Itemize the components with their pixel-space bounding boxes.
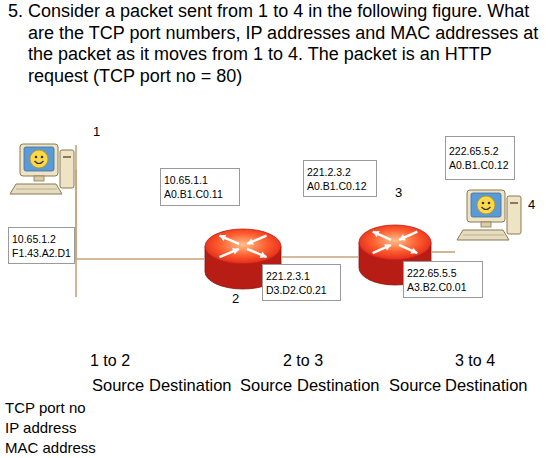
drive-slot — [510, 202, 518, 204]
mac-address: D3.D2.C0.21 — [266, 283, 337, 297]
question-text: 5. Consider a packet sent from 1 to 4 in… — [8, 1, 548, 87]
monitor-stand — [34, 176, 44, 181]
key-row — [16, 189, 57, 190]
row-heading: IP address — [5, 419, 76, 436]
column-subheading: Source — [389, 376, 441, 395]
router-arrow — [219, 249, 239, 257]
router-arrow — [219, 236, 239, 244]
keyboard — [457, 230, 509, 240]
eye — [488, 202, 491, 205]
monitor — [467, 190, 505, 222]
address-box: 10.65.1.2F1.43.A2.D1 — [8, 227, 75, 264]
mac-address: A3.B2.C0.01 — [407, 280, 479, 294]
key-row — [463, 235, 504, 236]
smile — [35, 161, 44, 164]
smile — [482, 207, 491, 210]
router-top — [205, 229, 281, 264]
mac-address: A0.B1.C0.11 — [164, 187, 236, 201]
address-box: 10.65.1.1A0.B1.C0.11 — [160, 168, 240, 206]
address-box: 221.2.3.2A0.B1.C0.12 — [303, 160, 377, 197]
drive-slot — [63, 156, 71, 158]
computer-icon — [455, 188, 523, 244]
column-heading: 3 to 4 — [455, 352, 495, 370]
mac-address: F1.43.A2.D1 — [12, 246, 71, 260]
address-box: 222.65.5.5A3.B2.C0.01 — [403, 261, 483, 298]
pc-tower — [60, 150, 74, 188]
smiley-face — [477, 196, 495, 214]
ip-address: 221.2.3.1 — [266, 269, 337, 283]
address-box: 222.65.5.2A0.B1.C0.12 — [445, 136, 515, 180]
router-arrow — [399, 232, 417, 240]
eye — [41, 156, 44, 159]
pc-tower — [507, 196, 521, 234]
ip-address: 221.2.3.2 — [307, 165, 373, 179]
column-subheading: Destination — [297, 376, 380, 395]
column-subheading: Destination — [149, 376, 232, 395]
mac-address: A0.B1.C0.12 — [307, 179, 373, 193]
router-arrowhead — [232, 248, 239, 254]
router-arrow — [247, 236, 267, 244]
address-box: 221.2.3.1D3.D2.C0.21 — [262, 264, 341, 301]
ip-address: 10.65.1.1 — [164, 173, 236, 187]
network-link — [432, 251, 455, 253]
screen — [24, 147, 54, 171]
host-number: 4 — [528, 198, 535, 212]
router-arrow — [399, 245, 417, 253]
eye — [482, 202, 485, 205]
router-arrowhead — [373, 231, 380, 237]
monitor — [20, 144, 58, 176]
router-arrow — [247, 249, 267, 257]
network-link — [282, 256, 358, 258]
router-arrowhead — [384, 244, 391, 250]
host-number: 1 — [93, 125, 100, 139]
keyboard — [10, 184, 62, 194]
host-computer: 1 — [8, 142, 76, 198]
router-arrow — [373, 245, 391, 253]
column-subheading: Source — [92, 376, 144, 395]
column-subheading: Source — [240, 376, 292, 395]
router-number: 2 — [232, 292, 239, 306]
router-top — [359, 225, 431, 260]
ip-address: 222.65.5.2 — [449, 144, 511, 158]
host-computer: 4 — [455, 188, 527, 254]
router-arrowhead — [247, 238, 254, 244]
screen — [471, 193, 501, 217]
smiley-face — [30, 150, 48, 168]
row-heading: MAC address — [5, 439, 96, 456]
column-subheading: Destination — [445, 376, 528, 395]
mac-address: A0.B1.C0.12 — [449, 158, 511, 172]
row-heading: TCP port no — [5, 399, 86, 416]
router-arrow — [373, 232, 391, 240]
router-arrowhead — [260, 252, 267, 258]
computer-icon — [8, 142, 76, 198]
ip-address: 10.65.1.2 — [12, 232, 71, 246]
router-arrowhead — [410, 248, 417, 254]
monitor-stand — [481, 222, 491, 227]
eye — [35, 156, 38, 159]
router-arrowhead — [219, 235, 226, 242]
router-number: 3 — [395, 186, 402, 200]
ip-address: 222.65.5.5 — [407, 266, 479, 280]
column-heading: 2 to 3 — [283, 352, 323, 370]
router-arrowhead — [399, 234, 406, 240]
column-heading: 1 to 2 — [90, 352, 130, 370]
